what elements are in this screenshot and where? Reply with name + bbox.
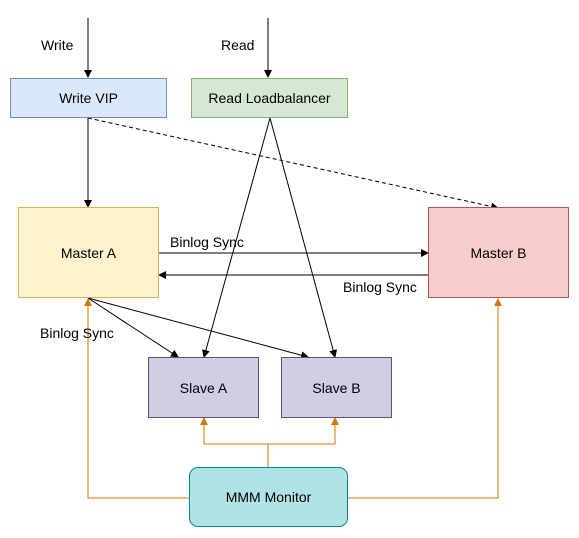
binlog-sync-a-to-b-label: Binlog Sync: [170, 234, 244, 250]
lb-to-slave-b-arrow: [269, 117, 338, 358]
binlog-sync-b-to-a-label: Binlog Sync: [343, 279, 417, 295]
monitor-to-master-a-arrow: [84, 298, 189, 499]
master-b-node[interactable]: Master B: [428, 207, 569, 298]
monitor-to-slave-a-arrow: [200, 417, 268, 445]
master-a-to-slave-a-arrow: [87, 297, 179, 358]
vip-to-master-b-dashed-arrow: [87, 117, 499, 211]
monitor-to-slave-b-arrow: [268, 417, 339, 445]
binlog-sync-slaves-label: Binlog Sync: [40, 325, 114, 341]
master-a-to-slave-b-arrow: [87, 297, 309, 360]
master-a-node[interactable]: Master A: [18, 207, 159, 298]
read-loadbalancer-node[interactable]: Read Loadbalancer: [191, 78, 348, 118]
slave-a-node[interactable]: Slave A: [148, 357, 259, 418]
lb-to-slave-a-arrow: [202, 117, 271, 358]
slave-b-node[interactable]: Slave B: [281, 357, 392, 418]
mmm-monitor-node[interactable]: MMM Monitor: [189, 467, 348, 527]
read-label: Read: [221, 37, 255, 53]
monitor-to-master-b-arrow: [348, 298, 502, 499]
write-label: Write: [41, 37, 74, 53]
write-vip-node[interactable]: Write VIP: [10, 78, 167, 118]
